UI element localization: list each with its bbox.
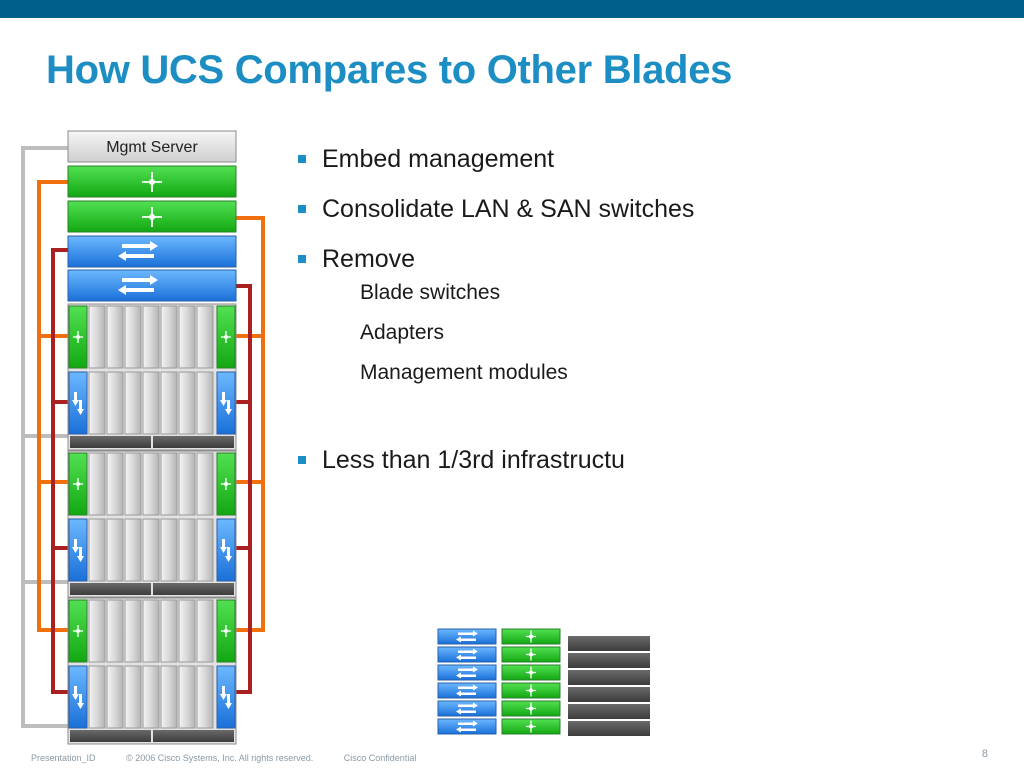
sub-bullet-item: Blade switches	[360, 281, 501, 304]
infra-stack-green	[502, 629, 560, 734]
confidential-label: Cisco Confidential	[343, 753, 417, 763]
mgmt-server-label: Mgmt Server	[106, 139, 198, 156]
sub-bullet-item: Management modules	[360, 361, 568, 384]
top-bar	[0, 0, 1024, 18]
san-switch-1	[67, 235, 237, 268]
page-number: 8	[981, 748, 988, 760]
lan-switch-1	[67, 165, 237, 198]
footer: Presentation_ID © 2006 Cisco Systems, In…	[31, 753, 444, 763]
bullet-item: Consolidate LAN & SAN switches	[298, 194, 698, 225]
blade-chassis-3	[68, 598, 236, 744]
copyright: © 2006 Cisco Systems, Inc. All rights re…	[126, 753, 314, 763]
san-switch-2	[67, 269, 237, 302]
blade-chassis-2	[68, 451, 236, 597]
presentation-id: Presentation_ID	[31, 753, 96, 763]
cables	[21, 146, 265, 728]
infra-stack-gray	[568, 636, 650, 736]
mgmt-server: Mgmt Server	[67, 130, 237, 163]
bullet-item: Less than 1/3rd infrastructu	[298, 445, 698, 476]
blade-chassis-1	[68, 304, 236, 450]
sub-bullet-item: Adapters	[360, 321, 445, 344]
slide-title: How UCS Compares to Other Blades	[46, 48, 733, 92]
bullet-list: Embed management Consolidate LAN & SAN s…	[298, 144, 698, 495]
bullet-item: Remove	[298, 244, 698, 275]
bullet-item: Embed management	[298, 144, 698, 175]
infra-stack-blue	[438, 629, 496, 734]
lan-switch-2	[67, 200, 237, 233]
